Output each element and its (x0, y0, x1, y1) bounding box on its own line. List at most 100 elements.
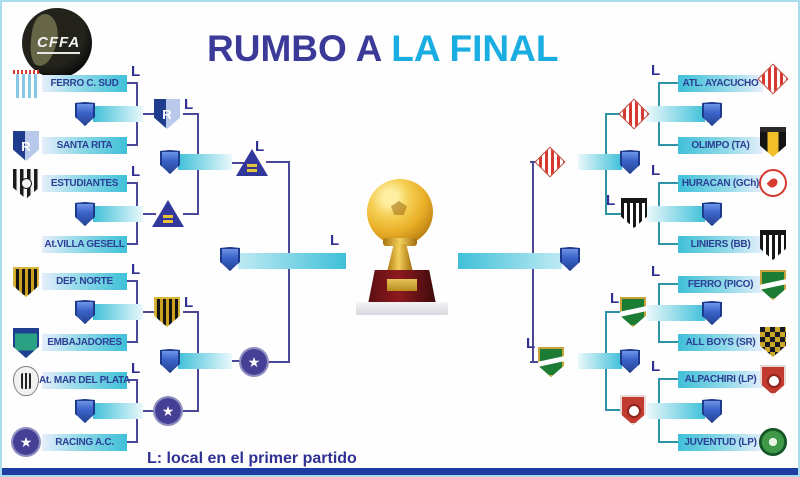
team-bar-olimpo: OLIMPO (TA) (678, 137, 763, 154)
bottom-border (2, 468, 798, 475)
team-bar-ferro-pico: FERRO (PICO) (678, 276, 763, 293)
logo-org-text: CFFA (37, 34, 81, 54)
team-name: ALL BOYS (SR) (685, 337, 756, 348)
bracket-line (183, 213, 199, 215)
mar-del-plata-crest-icon (13, 366, 39, 396)
bracket-line (127, 243, 137, 245)
ferro-c-sud-crest-icon (13, 70, 39, 98)
ferro-pico-crest-icon (538, 347, 564, 377)
star-icon: ★ (19, 434, 33, 450)
bracket-line (660, 441, 678, 443)
winner-slot-shield-icon (75, 300, 95, 324)
ferro-pico-crest-icon (760, 270, 786, 300)
winner-slot-shield-icon (75, 399, 95, 423)
bracket-line (183, 113, 199, 115)
dep-norte-crest-icon (154, 297, 180, 327)
winner-slot-shield-icon (620, 150, 640, 174)
local-marker: L (184, 96, 194, 113)
local-marker: L (651, 358, 661, 375)
winner-slot-shield-icon (75, 202, 95, 226)
team-name: LINIERS (BB) (690, 239, 751, 250)
estudiantes-crest-icon (13, 169, 39, 199)
liniers-crest-icon (621, 198, 647, 228)
trophy-collar (383, 238, 417, 246)
bracket-line (127, 379, 137, 381)
team-bar-dep-norte: DEP. NORTE (42, 273, 127, 290)
winner-slot-bar (647, 206, 705, 222)
bracket-line (605, 213, 622, 215)
winner-slot-bar (647, 403, 705, 419)
trophy-icon (352, 174, 452, 319)
local-marker: L (131, 261, 141, 278)
olimpo-crest-icon (760, 127, 786, 157)
team-name: RACING A.C. (55, 437, 114, 448)
team-name: ESTUDIANTES (50, 178, 119, 189)
bracket-line (660, 182, 678, 184)
embajadores-crest-icon (13, 328, 39, 358)
dep-norte-crest-icon (13, 267, 39, 297)
star-icon: ★ (161, 403, 175, 419)
bracket-line (136, 213, 156, 215)
team-bar-estudiantes: ESTUDIANTES (42, 175, 127, 192)
local-marker: L (330, 232, 340, 249)
team-name: SANTA RITA (56, 140, 113, 151)
bracket-line (660, 378, 678, 380)
golden-ball-icon (367, 179, 433, 245)
liniers-crest-icon (760, 230, 786, 260)
atl-ayacucho-crest-icon (534, 146, 566, 178)
bracket-line (136, 113, 156, 115)
bracket-line (660, 144, 678, 146)
crest-letter: R (162, 106, 172, 122)
bracket-line (127, 280, 137, 282)
alpachiri-crest-icon (620, 395, 646, 425)
team-bar-juventud: JUVENTUD (LP) (678, 434, 763, 451)
local-marker: L (131, 163, 141, 180)
team-name: ALPACHIRI (LP) (684, 374, 757, 385)
team-name: HURACAN (GCh) (681, 178, 760, 189)
winner-slot-bar (578, 353, 622, 369)
santa-rita-crest-icon: R (13, 131, 39, 161)
local-marker: L (651, 263, 661, 280)
winner-slot-bar (93, 106, 143, 122)
ferro-pico-crest-icon (620, 297, 646, 327)
trophy-plaque (387, 279, 417, 291)
bracket-line (605, 409, 622, 411)
local-marker: L (131, 360, 141, 377)
local-marker: L (651, 62, 661, 79)
finalist-slot-bar (238, 253, 346, 269)
team-name: EMBAJADORES (47, 337, 122, 348)
page-title: RUMBO A LA FINAL (207, 28, 558, 70)
winner-slot-shield-icon (702, 399, 722, 423)
local-marker: L (651, 162, 661, 179)
winner-slot-bar (93, 403, 143, 419)
finalist-slot-shield-icon (220, 247, 240, 271)
title-part1: RUMBO A (207, 28, 382, 69)
bracket-line (183, 311, 199, 313)
bracket-line (660, 82, 678, 84)
winner-slot-shield-icon (702, 202, 722, 226)
racing-crest-icon: ★ (239, 347, 269, 377)
winner-slot-shield-icon (160, 150, 180, 174)
bracket-line (127, 441, 137, 443)
atl-ayacucho-crest-icon (618, 98, 650, 130)
team-bar-villa-gesell: At.VILLA GESELL (42, 236, 127, 253)
team-bar-huracan: HURACAN (GCh) (678, 175, 763, 192)
bracket-line (605, 311, 622, 313)
team-bar-racing: RACING A.C. (42, 434, 127, 451)
racing-crest-icon: ★ (153, 396, 183, 426)
villa-gesell-crest-icon (152, 200, 184, 227)
team-bar-santa-rita: SANTA RITA (42, 137, 127, 154)
bracket-line (266, 161, 290, 163)
team-name: At. MAR DEL PLATA (39, 375, 131, 386)
team-name: FERRO C. SUD (50, 78, 119, 89)
bracket-line (127, 341, 137, 343)
bracket-line (127, 144, 137, 146)
winner-slot-bar (93, 206, 143, 222)
bracket-line (530, 361, 540, 363)
winner-slot-bar (647, 106, 705, 122)
finalist-slot-bar (458, 253, 562, 269)
bracket-line (136, 410, 156, 412)
winner-slot-shield-icon (620, 349, 640, 373)
bracket-line (127, 182, 137, 184)
